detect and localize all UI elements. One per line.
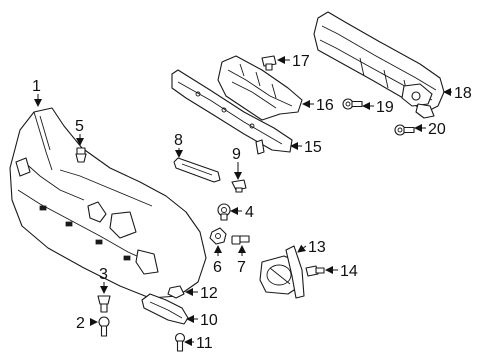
lower-bracket-part bbox=[141, 293, 189, 325]
nut-icon bbox=[167, 285, 185, 299]
push-clip-icon bbox=[75, 147, 87, 163]
callout-17: 17 bbox=[292, 53, 310, 70]
small-bracket-part bbox=[173, 157, 221, 183]
grommet-icon bbox=[217, 203, 231, 221]
bolt-icon bbox=[98, 316, 110, 337]
callout-10: 10 bbox=[200, 312, 218, 329]
clip-icon bbox=[305, 265, 325, 277]
callout-6: 6 bbox=[213, 259, 222, 276]
callout-3: 3 bbox=[99, 266, 108, 283]
callout-2: 2 bbox=[76, 315, 85, 332]
callout-18: 18 bbox=[454, 85, 472, 102]
callout-15: 15 bbox=[304, 139, 322, 156]
retainer-part bbox=[171, 69, 293, 155]
callout-5: 5 bbox=[75, 118, 84, 135]
callout-4: 4 bbox=[245, 204, 254, 221]
fastener-clip-icon bbox=[231, 179, 247, 193]
callout-1: 1 bbox=[32, 78, 41, 95]
bolt-icon bbox=[342, 98, 363, 110]
callout-7: 7 bbox=[237, 259, 246, 276]
callout-8: 8 bbox=[174, 132, 183, 149]
bolt-icon bbox=[174, 332, 186, 352]
callout-9: 9 bbox=[232, 146, 241, 163]
clip-icon bbox=[97, 295, 111, 313]
callout-20: 20 bbox=[428, 121, 446, 138]
callout-12: 12 bbox=[200, 285, 218, 302]
bolt-icon bbox=[394, 124, 415, 136]
callout-16: 16 bbox=[316, 97, 334, 114]
clip-icon bbox=[261, 55, 277, 71]
reinforcement-part bbox=[313, 11, 445, 119]
callout-14: 14 bbox=[340, 263, 358, 280]
bumper-cover-part bbox=[9, 107, 207, 299]
callout-19: 19 bbox=[376, 99, 394, 116]
callout-13: 13 bbox=[308, 239, 326, 256]
screw-icon bbox=[231, 235, 250, 245]
absorber-bracket-part bbox=[217, 55, 303, 121]
fog-bezel-part bbox=[259, 245, 305, 299]
leader-lines bbox=[34, 56, 452, 346]
nut-icon bbox=[209, 227, 227, 245]
callout-11: 11 bbox=[196, 335, 213, 352]
